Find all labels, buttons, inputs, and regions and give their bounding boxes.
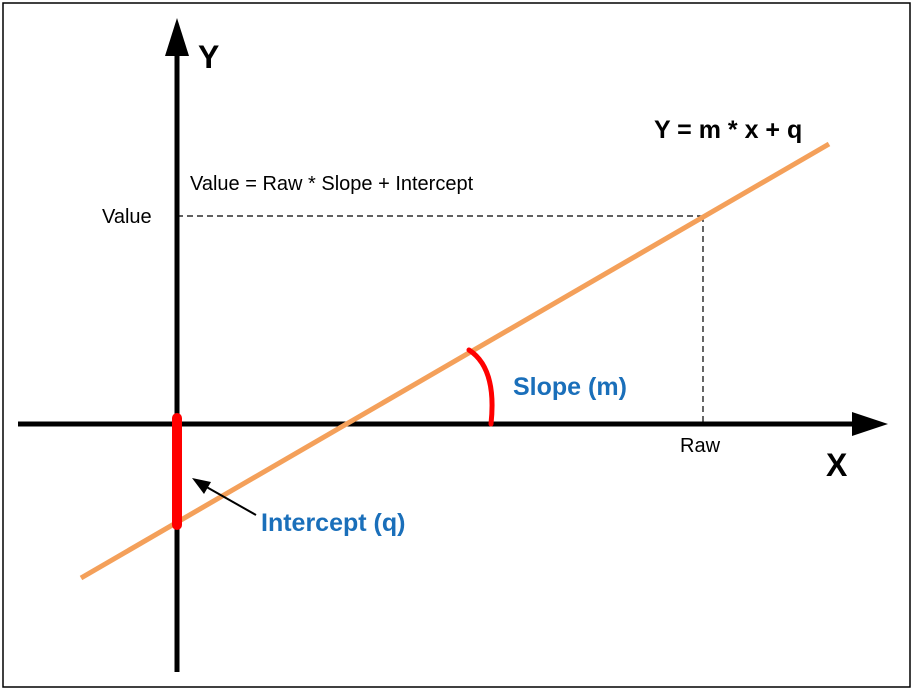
value-equation-label: Value = Raw * Slope + Intercept — [190, 173, 474, 195]
linear-function-line — [79, 141, 831, 581]
y-axis-arrow — [165, 18, 189, 56]
value-tick-label: Value — [102, 206, 152, 228]
raw-tick-label: Raw — [680, 435, 721, 457]
x-axis-label: X — [826, 447, 848, 483]
x-axis-arrow — [852, 412, 888, 436]
slope-angle-arc — [466, 347, 495, 427]
y-axis-label: Y — [198, 39, 219, 75]
intercept-pointer-head — [192, 478, 211, 494]
intercept-label: Intercept (q) — [261, 509, 405, 537]
slope-label: Slope (m) — [513, 373, 627, 401]
intercept-pointer-line — [202, 484, 257, 516]
line-equation-label: Y = m * x + q — [654, 116, 802, 144]
